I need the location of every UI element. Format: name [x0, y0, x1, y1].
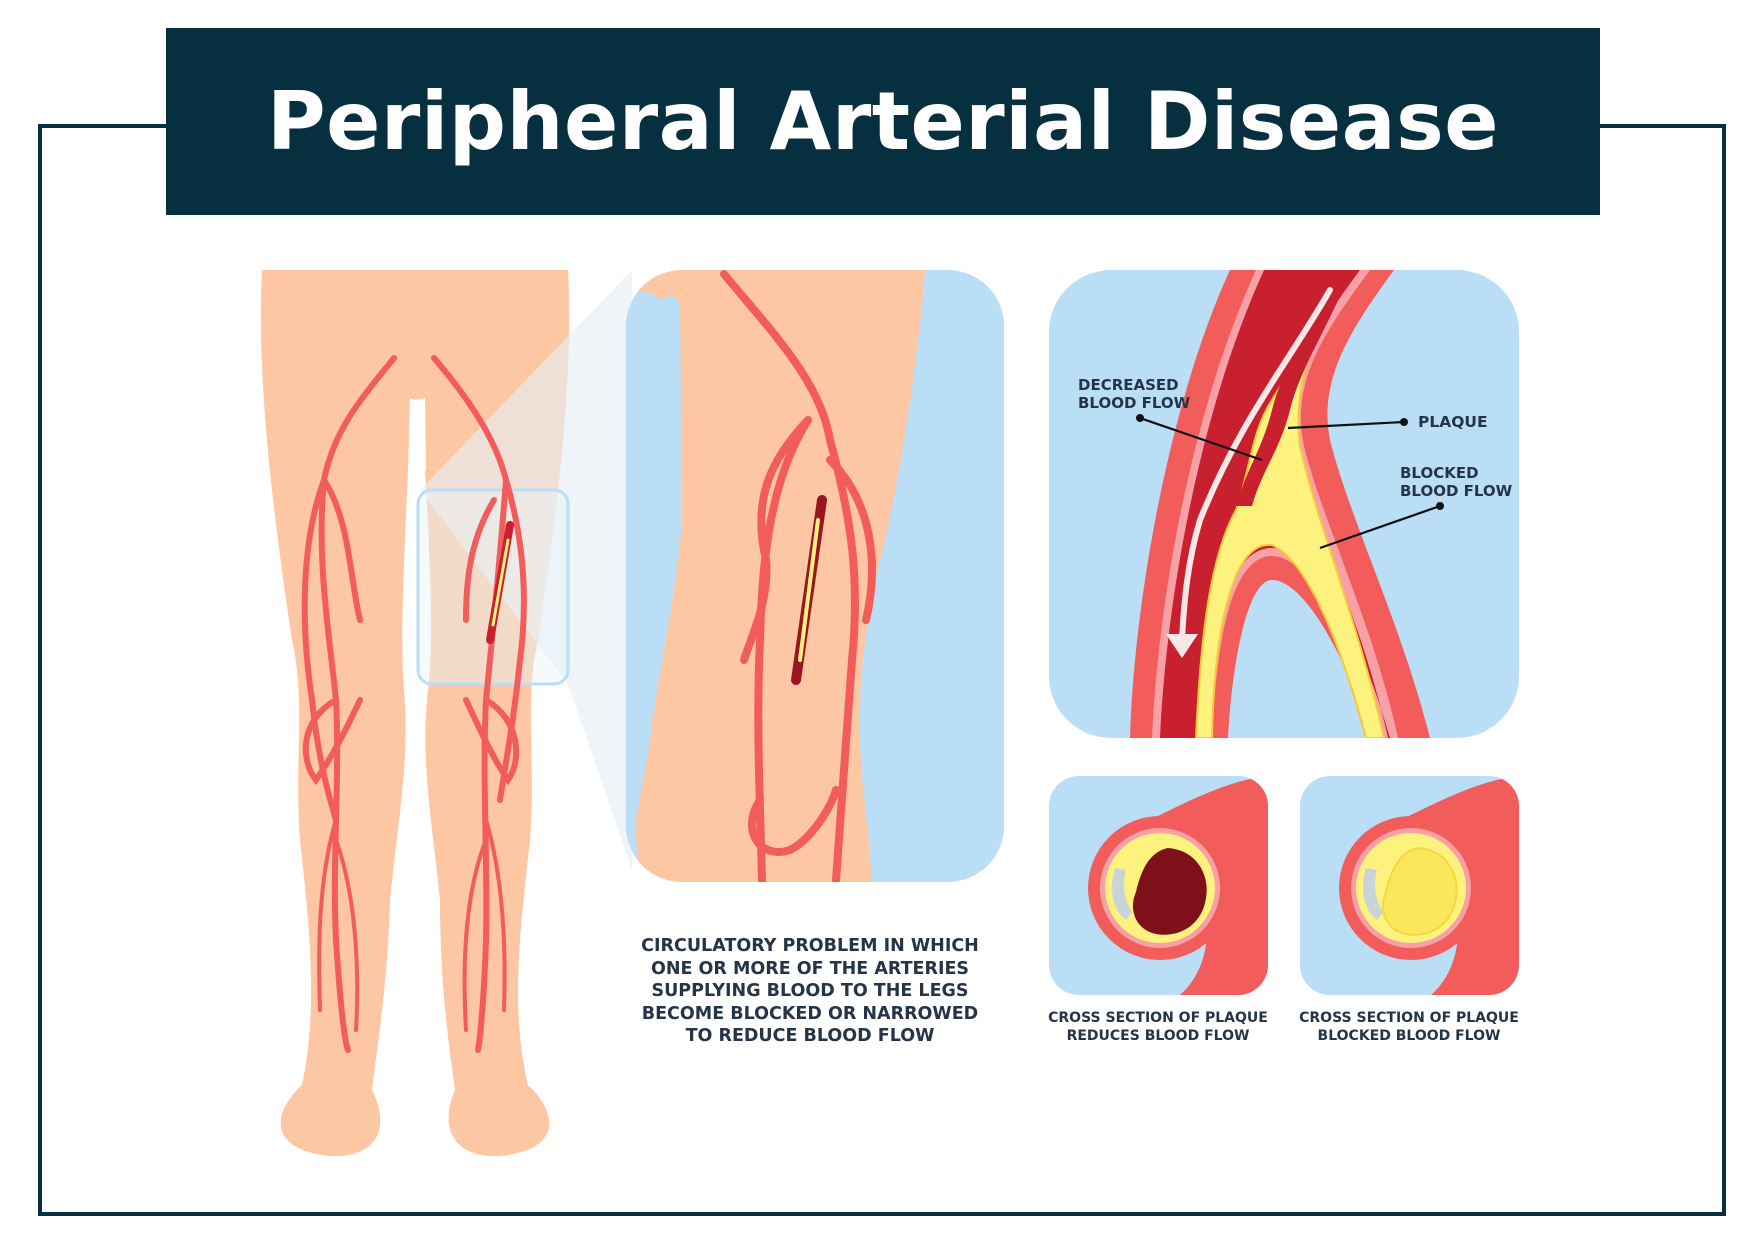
zoom-main-artery	[720, 270, 860, 882]
caption-line: CROSS SECTION OF PLAQUE	[1048, 1010, 1268, 1026]
flow-arrow-head	[1166, 634, 1198, 658]
caption-blocked: CROSS SECTION OF PLAQUE BLOCKED BLOOD FL…	[1289, 1009, 1529, 1045]
caption-line: REDUCES BLOOD FLOW	[1066, 1028, 1250, 1044]
zoom-lower-loop	[747, 786, 840, 856]
artery-plaque	[1194, 299, 1386, 738]
description-text: CIRCULATORY PROBLEM IN WHICH ONE OR MORE…	[620, 935, 1000, 1048]
label-decreased-line1: DECREASED	[1078, 376, 1179, 394]
description-line: SUPPLYING BLOOD TO THE LEGS	[651, 981, 969, 1001]
zoom-plaque	[798, 518, 820, 662]
description-line: BECOME BLOCKED OR NARROWED	[641, 1003, 979, 1024]
reduced-lumen	[1132, 848, 1207, 935]
label-plaque: PLAQUE	[1418, 413, 1488, 431]
leg-plaque	[491, 538, 510, 627]
flow-arrow-line	[1179, 287, 1333, 643]
description-line: ONE OR MORE OF THE ARTERIES	[650, 958, 970, 979]
inner-thigh-gap	[408, 398, 426, 470]
caption-line: BLOCKED BLOOD FLOW	[1317, 1028, 1501, 1044]
description-line: CIRCULATORY PROBLEM IN WHICH	[641, 936, 979, 956]
description-line: TO REDUCE BLOOD FLOW	[685, 1026, 935, 1046]
artery-panel: DECREASED BLOOD FLOW PLAQUE BLOCKED BLOO…	[1049, 270, 1519, 738]
leader-dot-blocked	[1436, 502, 1444, 510]
title-banner: Peripheral Arterial Disease	[166, 28, 1600, 215]
label-blocked-line1: BLOCKED	[1400, 464, 1479, 482]
zoom-left-branch	[740, 416, 812, 664]
legs-illustration	[260, 270, 632, 1157]
calcium-deposit-2	[1363, 868, 1383, 920]
label-blocked-line2: BLOOD FLOW	[1400, 482, 1513, 500]
blocked-core	[1381, 846, 1458, 936]
label-decreased-line2: BLOOD FLOW	[1078, 394, 1191, 412]
zoom-projection	[420, 270, 632, 870]
page-title: Peripheral Arterial Disease	[266, 75, 1499, 168]
zoom-panel	[626, 270, 1004, 882]
zoom-right-loop	[826, 456, 876, 624]
cross-section-reduced	[1049, 776, 1268, 995]
calcium-deposit-1	[1112, 868, 1132, 920]
leader-dot-decreased	[1136, 414, 1144, 422]
zoom-box	[416, 488, 570, 686]
label-leaders	[1139, 416, 1441, 550]
flow-channel	[1236, 296, 1340, 506]
caption-line: CROSS SECTION OF PLAQUE	[1299, 1010, 1519, 1026]
caption-reduced: CROSS SECTION OF PLAQUE REDUCES BLOOD FL…	[1038, 1009, 1278, 1045]
right-leg-arteries	[431, 355, 527, 1053]
leader-dot-plaque	[1400, 418, 1408, 426]
zoom-inner-gap	[626, 295, 682, 882]
left-leg-arteries	[301, 355, 397, 1053]
cross-section-blocked	[1300, 776, 1519, 995]
